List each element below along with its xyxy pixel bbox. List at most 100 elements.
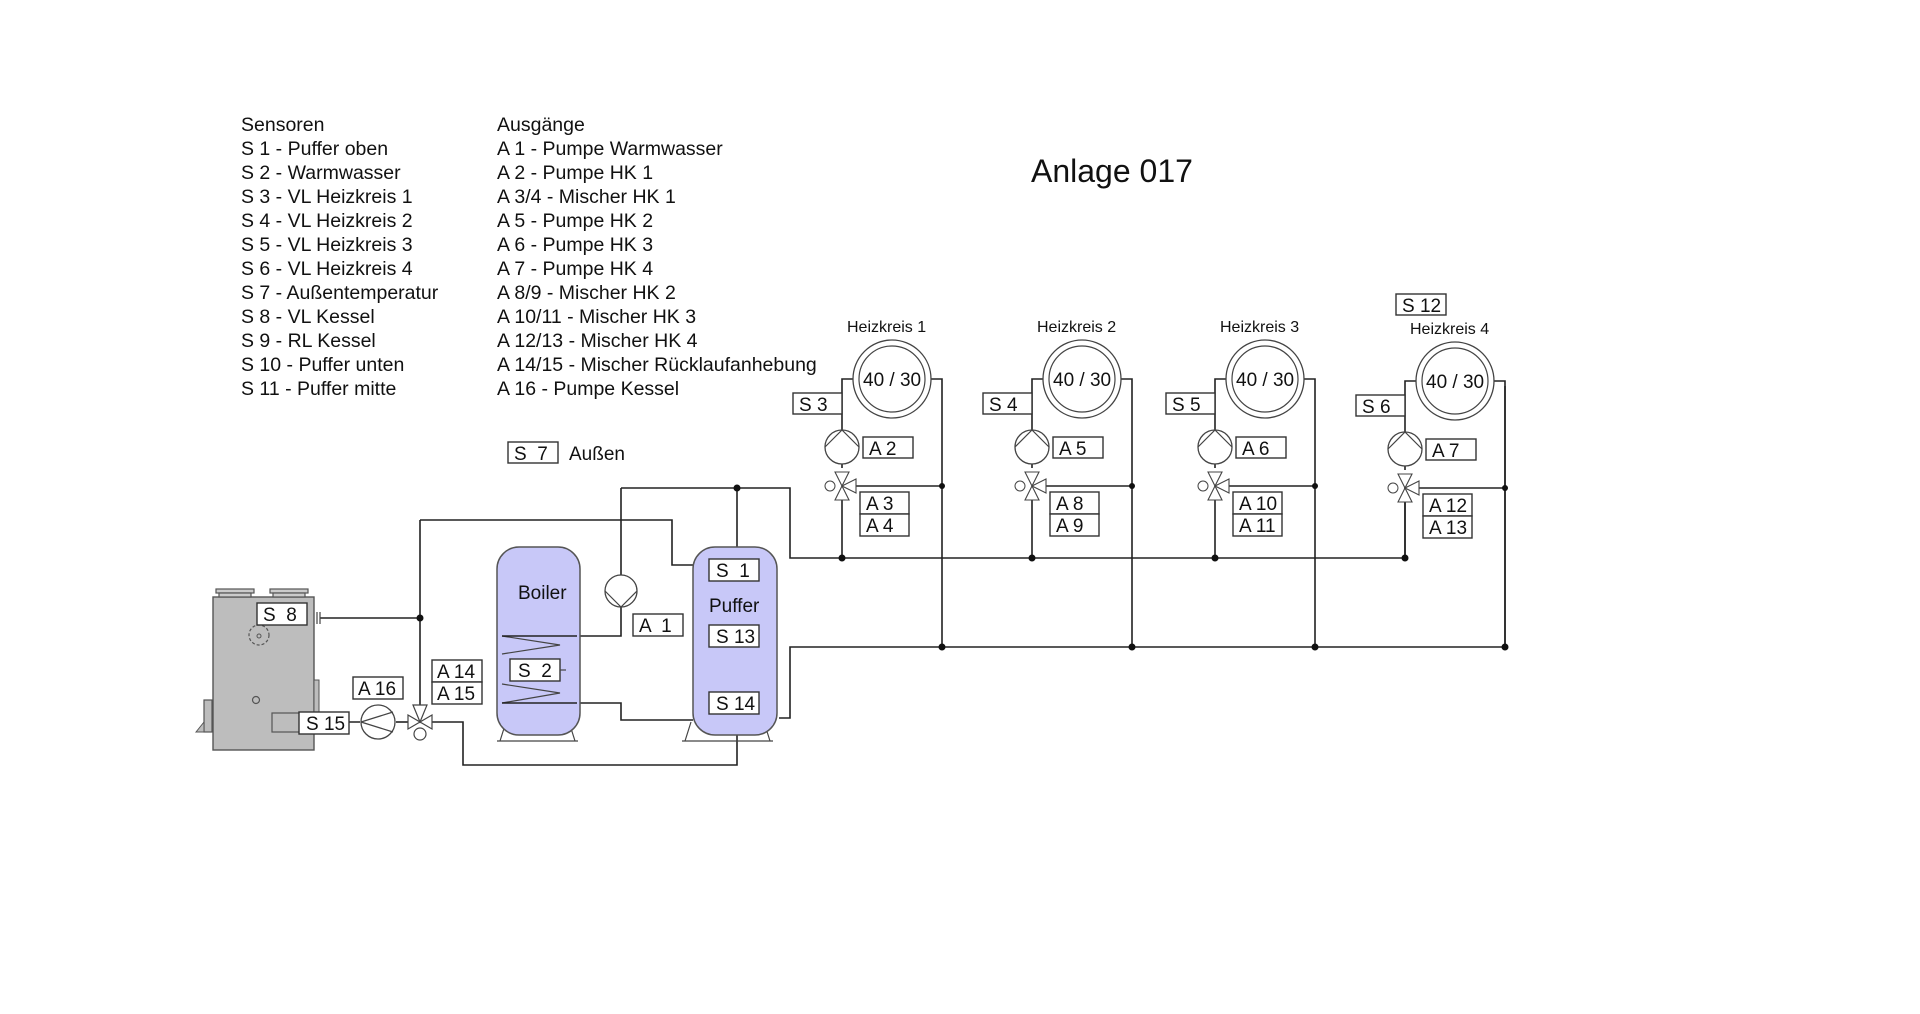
sensor-legend-item: S 11 - Puffer mitte — [241, 378, 397, 400]
circuit-name: Heizkreis 4 — [1410, 321, 1489, 338]
sensor-s8-label: S 8 — [263, 605, 297, 626]
mixer-valve-icon — [1024, 471, 1047, 501]
circuit-mixer-a-label: A 3 — [866, 494, 893, 515]
junction-node — [939, 483, 945, 489]
circuit-pump-box — [1052, 436, 1104, 459]
output-legend-item: A 2 - Pumpe HK 1 — [497, 162, 654, 184]
pump-icon — [360, 704, 396, 740]
circuit-mixer-b-box — [1422, 515, 1473, 539]
circuit-sensor-box — [792, 392, 843, 415]
sensor-legend-heading: Sensoren — [241, 114, 325, 136]
sensor-s15-box — [298, 711, 350, 735]
sensor-legend-item: S 8 - VL Kessel — [241, 306, 375, 328]
circuit-temps: 40 / 30 — [1053, 370, 1111, 391]
circuit-mixer-b-label: A 4 — [866, 516, 894, 537]
sensor-s13-label: S 13 — [716, 627, 755, 648]
mixer-valve-icon — [407, 704, 433, 731]
diagram-title: Anlage 017 — [1031, 153, 1193, 189]
mixer-valve-icon — [1397, 473, 1420, 503]
sensor-s2-label: S 2 — [518, 661, 552, 682]
circuit-pump-box — [1425, 438, 1477, 461]
heating-circuit: Heizkreis 340 / 30S 5A 6A 10A 11 — [1165, 319, 1319, 651]
mixer-a15-label: A 15 — [437, 684, 475, 705]
sensor-legend-item: S 4 - VL Heizkreis 2 — [241, 210, 413, 232]
circuit-pump-label: A 2 — [869, 439, 896, 460]
sensor-legend-item: S 2 - Warmwasser — [241, 162, 401, 184]
junction-node — [1312, 483, 1318, 489]
sensor-s7-label: S 7 — [514, 444, 548, 465]
motor-icon — [824, 480, 836, 492]
output-legend-item: A 5 - Pumpe HK 2 — [497, 210, 654, 232]
circuit-mixer-b-label: A 13 — [1429, 518, 1467, 539]
pump-a16-box — [352, 676, 404, 700]
sensor-legend-item: S 10 - Puffer unten — [241, 354, 405, 376]
boiler-coil — [501, 635, 561, 704]
junction-node — [1501, 643, 1509, 651]
motor-icon — [1014, 480, 1026, 492]
output-legend-item: A 1 - Pumpe Warmwasser — [497, 138, 723, 160]
mixer-a14-label: A 14 — [437, 662, 475, 683]
circuit-mixer-b-box — [1049, 513, 1100, 537]
junction-node — [1128, 643, 1136, 651]
junction-node — [1129, 483, 1135, 489]
mixer-valve-icon — [1207, 471, 1230, 501]
circuit-name: Heizkreis 2 — [1037, 319, 1116, 336]
mixer-a15-box — [431, 681, 483, 705]
circuit-temps: 40 / 30 — [1236, 370, 1294, 391]
boiler-body — [496, 546, 581, 736]
sensor-legend: Sensoren S 1 - Puffer oben S 2 - Warmwas… — [241, 113, 438, 401]
output-legend-heading: Ausgänge — [497, 114, 585, 136]
sensor-legend-item: S 3 - VL Heizkreis 1 — [241, 186, 413, 208]
circuit-temps: 40 / 30 — [1426, 372, 1484, 393]
circuit-name: Heizkreis 3 — [1220, 319, 1299, 336]
output-legend-item: A 6 - Pumpe HK 3 — [497, 234, 654, 256]
heating-circuit: Heizkreis 2 40 / 30 S 4 A 5 A 8A 9 — [982, 319, 1136, 651]
motor-icon — [1197, 480, 1209, 492]
boiler-tank: Boiler S 2 — [496, 546, 581, 742]
circuit-sensor-box — [1355, 394, 1406, 417]
sensor-s14-label: S 14 — [716, 694, 756, 715]
output-legend-item: A 14/15 - Mischer Rücklaufanhebung — [497, 354, 817, 376]
circuit-mixer-a-label: A 10 — [1239, 494, 1277, 515]
pump-a1-label: A 1 — [639, 616, 672, 637]
output-legend-item: A 8/9 - Mischer HK 2 — [497, 282, 676, 304]
circuit-mixer-b-box — [859, 513, 910, 537]
circuit-sensor-box — [1165, 392, 1216, 415]
junction-node — [1401, 554, 1409, 562]
junction-node — [416, 614, 424, 622]
puffer-label: Puffer — [709, 596, 760, 617]
sensor-legend-item: S 7 - Außentemperatur — [241, 282, 439, 304]
circuit-sensor-label: S 6 — [1362, 397, 1391, 418]
sensor-s1-box — [708, 558, 760, 582]
pump-a1-box — [632, 613, 684, 637]
output-legend-item: A 7 - Pumpe HK 4 — [497, 258, 654, 280]
sensor-s8-box — [256, 602, 308, 626]
sensor-s1-label: S 1 — [716, 561, 750, 582]
sensor-s13-box — [708, 624, 760, 648]
circuit-mixer-b-label: A 9 — [1056, 516, 1083, 537]
puffer-top-pipe — [621, 487, 738, 547]
junction-node — [1028, 554, 1036, 562]
output-legend: Ausgänge A 1 - Pumpe Warmwasser A 2 - Pu… — [497, 113, 817, 401]
puffer-tank: S 1 Puffer S 13 S 14 — [682, 546, 778, 742]
circuit-pump-label: A 5 — [1059, 439, 1086, 460]
sensor-s7-box — [507, 441, 559, 464]
sensor-s12-box — [1395, 293, 1447, 316]
circuit-pump-box — [1235, 436, 1287, 459]
circuit-sensor-label: S 4 — [989, 395, 1018, 416]
junction-node — [1211, 554, 1219, 562]
sensor-s15-label: S 15 — [306, 714, 345, 735]
pump-a16-label: A 16 — [358, 679, 396, 700]
circuit-mixer-a-label: A 8 — [1056, 494, 1083, 515]
pump-icon — [1387, 431, 1423, 467]
junction-node — [838, 554, 846, 562]
dhw-pump: A 1 — [604, 574, 684, 637]
pump-icon — [824, 429, 860, 465]
outdoor-sensor: S 7 Außen — [507, 441, 625, 465]
heating-circuit: Heizkreis 140 / 30S 3A 2A 3A 4 — [792, 319, 946, 651]
circuit-temps: 40 / 30 — [863, 370, 921, 391]
pump-icon — [1197, 429, 1233, 465]
output-legend-item: A 3/4 - Mischer HK 1 — [497, 186, 676, 208]
kessel: S 8 S 15 — [194, 588, 350, 751]
